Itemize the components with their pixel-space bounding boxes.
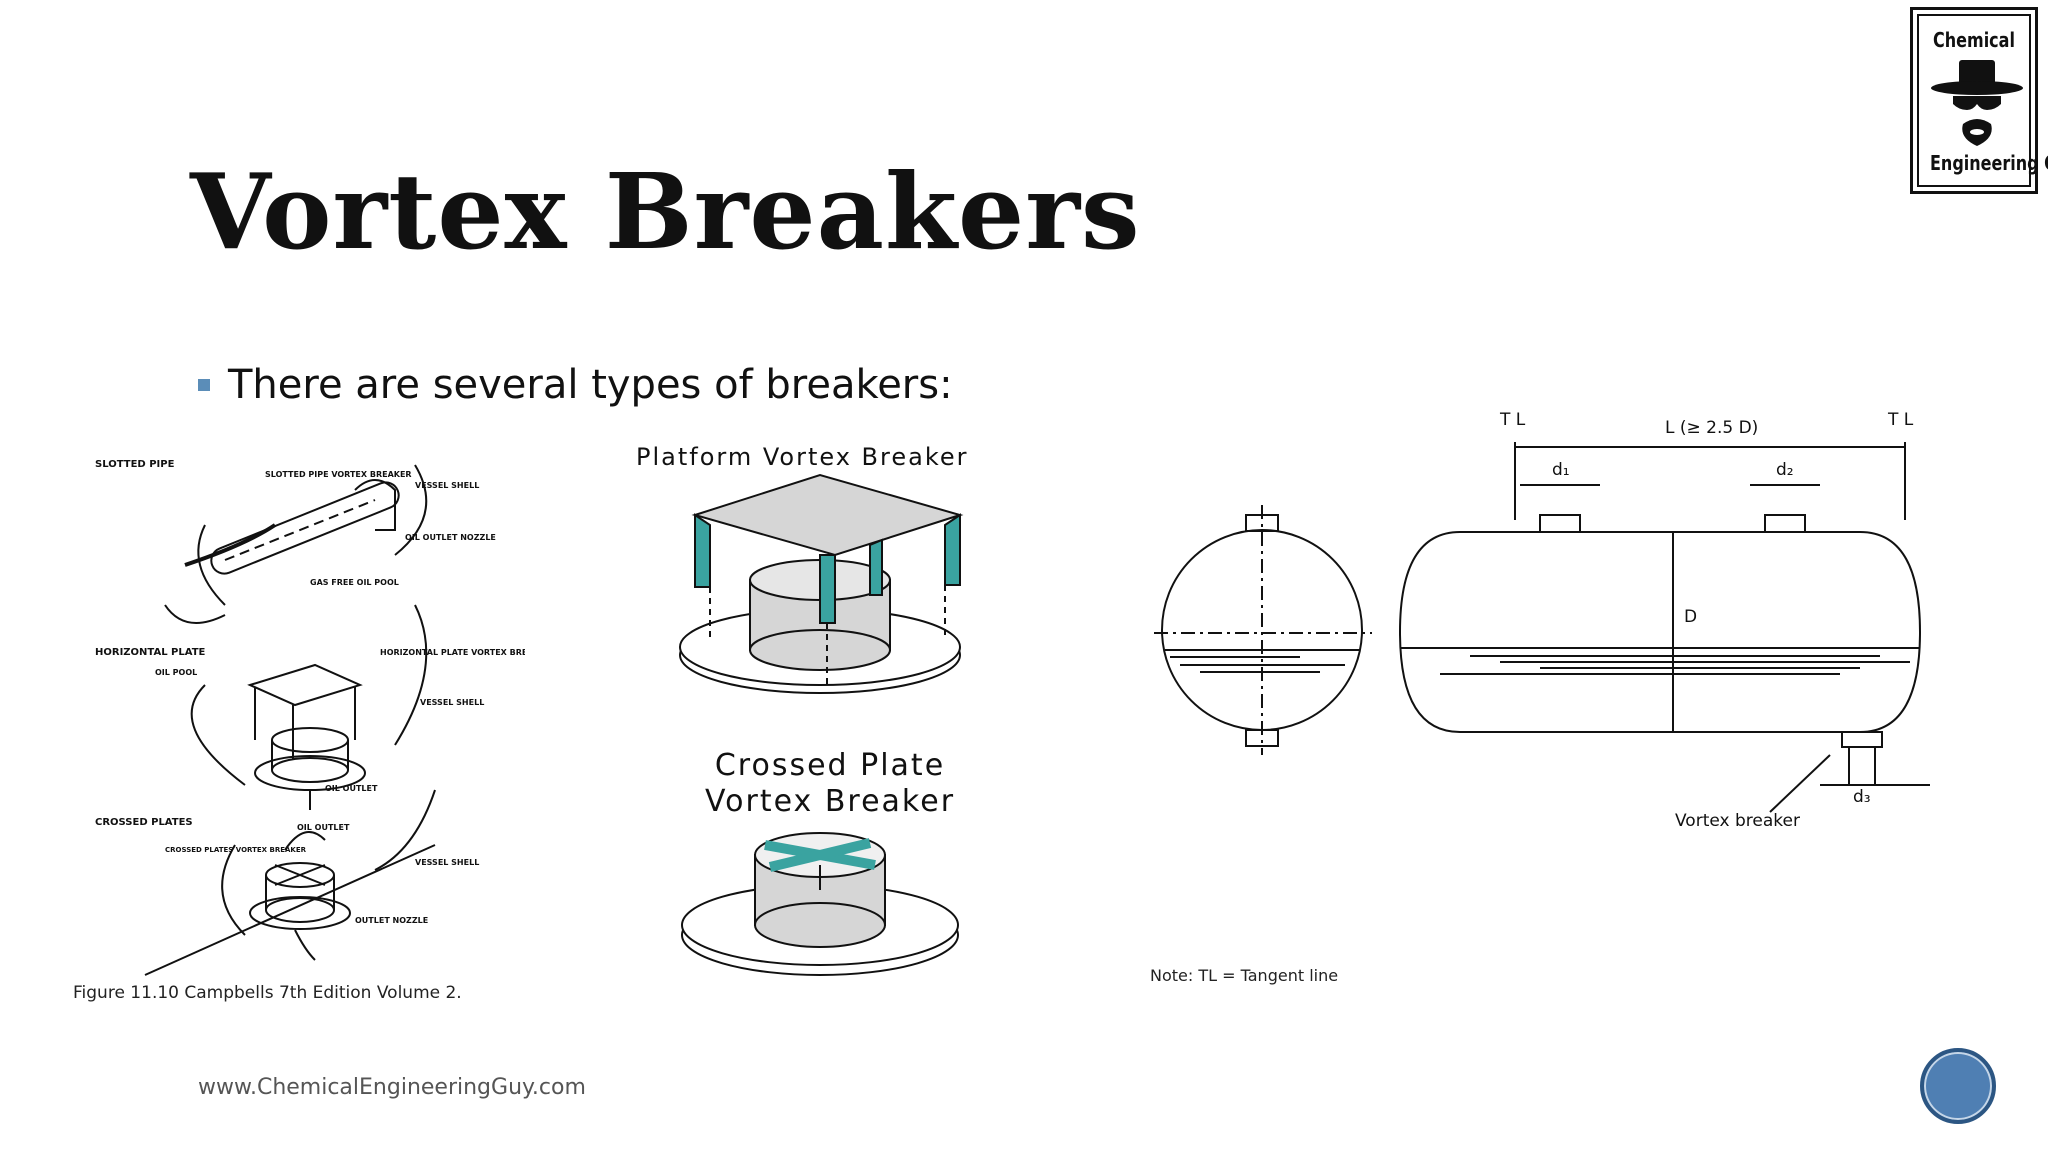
vessel-curve <box>374 789 436 871</box>
vortex-breaker-types-figure: Platform Vortex Breaker Crossed Plate Vo… <box>636 443 969 976</box>
bullet-marker <box>198 379 210 391</box>
label-vessel-shell-2: VESSEL SHELL <box>420 698 484 707</box>
flow-arrow <box>184 523 277 567</box>
label-vessel-shell-1: VESSEL SHELL <box>415 481 479 490</box>
pipe-slot <box>224 499 376 561</box>
slide-nav-button[interactable] <box>1920 1048 1996 1124</box>
label-slotted-pipe-breaker: SLOTTED PIPE VORTEX BREAKER <box>265 470 412 479</box>
heisenberg-icon <box>1931 60 2023 146</box>
slotted-pipe-shape <box>210 481 400 575</box>
label-slotted-pipe: SLOTTED PIPE <box>95 459 175 470</box>
label-outlet-nozzle: OUTLET NOZZLE <box>355 916 428 925</box>
logo-bottom-text: Engineering Guy <box>1930 151 2048 175</box>
vortex-breaker-label: Vortex breaker <box>1675 811 1800 831</box>
logo-top-text: Chemical <box>1933 28 2015 52</box>
length-label: L (≥ 2.5 D) <box>1665 418 1758 438</box>
label-horizontal-plate-breaker: HORIZONTAL PLATE VORTEX BREAKER <box>380 648 525 657</box>
horizontal-separator-figure: T L T L L (≥ 2.5 D) d₁ d₂ d₃ D Vortex br… <box>1154 410 1930 831</box>
outlet-arrow <box>294 929 316 961</box>
tl-left-label: T L <box>1499 410 1526 430</box>
d3-label: d₃ <box>1853 787 1871 807</box>
vessel-curve <box>394 604 428 746</box>
pipe-elbow <box>354 479 396 531</box>
label-oil-outlet-2: OIL OUTLET <box>297 823 350 832</box>
label-oil-pool: OIL POOL <box>155 668 197 677</box>
crossed-label-line2: Vortex Breaker <box>705 784 955 819</box>
vessel-curve <box>197 524 226 606</box>
bullet-item: There are several types of breakers: <box>198 362 953 408</box>
crossed-label-line1: Crossed Plate <box>715 748 945 783</box>
footer-url: www.ChemicalEngineeringGuy.com <box>198 1075 586 1100</box>
bullet-text: There are several types of breakers: <box>228 362 953 408</box>
flow-arrow <box>164 604 226 624</box>
diameter-label: D <box>1684 607 1697 627</box>
tangent-line-note: Note: TL = Tangent line <box>1150 966 1339 985</box>
label-oil-outlet-1: OIL OUTLET <box>325 784 378 793</box>
campbell-vortex-breaker-figure: SLOTTED PIPE SLOTTED PIPE VORTEX BREAKER… <box>95 459 525 976</box>
tl-right-label: T L <box>1887 410 1914 430</box>
label-crossed-plates-breaker: CROSSED PLATES VORTEX BREAKER <box>165 846 307 854</box>
platform-label: Platform Vortex Breaker <box>636 443 969 471</box>
brand-logo: Chemical Engineering Guy <box>1910 7 2048 194</box>
label-horizontal-plate: HORIZONTAL PLATE <box>95 647 206 658</box>
vessel-curve <box>190 684 246 786</box>
horizontal-plate <box>247 663 363 707</box>
label-oil-outlet-nozzle: OIL OUTLET NOZZLE <box>405 533 496 542</box>
slide-title: Vortex Breakers <box>190 150 1141 273</box>
label-gas-free-oil-pool: GAS FREE OIL POOL <box>310 578 399 587</box>
vessel-curve <box>221 844 246 936</box>
label-vessel-shell-3: VESSEL SHELL <box>415 858 479 867</box>
d1-label: d₁ <box>1552 460 1570 480</box>
d2-label: d₂ <box>1776 460 1794 480</box>
logo-frame: Chemical Engineering Guy <box>1917 14 2048 187</box>
vessel-curve <box>394 464 428 556</box>
label-crossed-plates: CROSSED PLATES <box>95 817 193 828</box>
figure-caption: Figure 11.10 Campbells 7th Edition Volum… <box>73 983 462 1003</box>
flow-arrow <box>284 831 326 851</box>
